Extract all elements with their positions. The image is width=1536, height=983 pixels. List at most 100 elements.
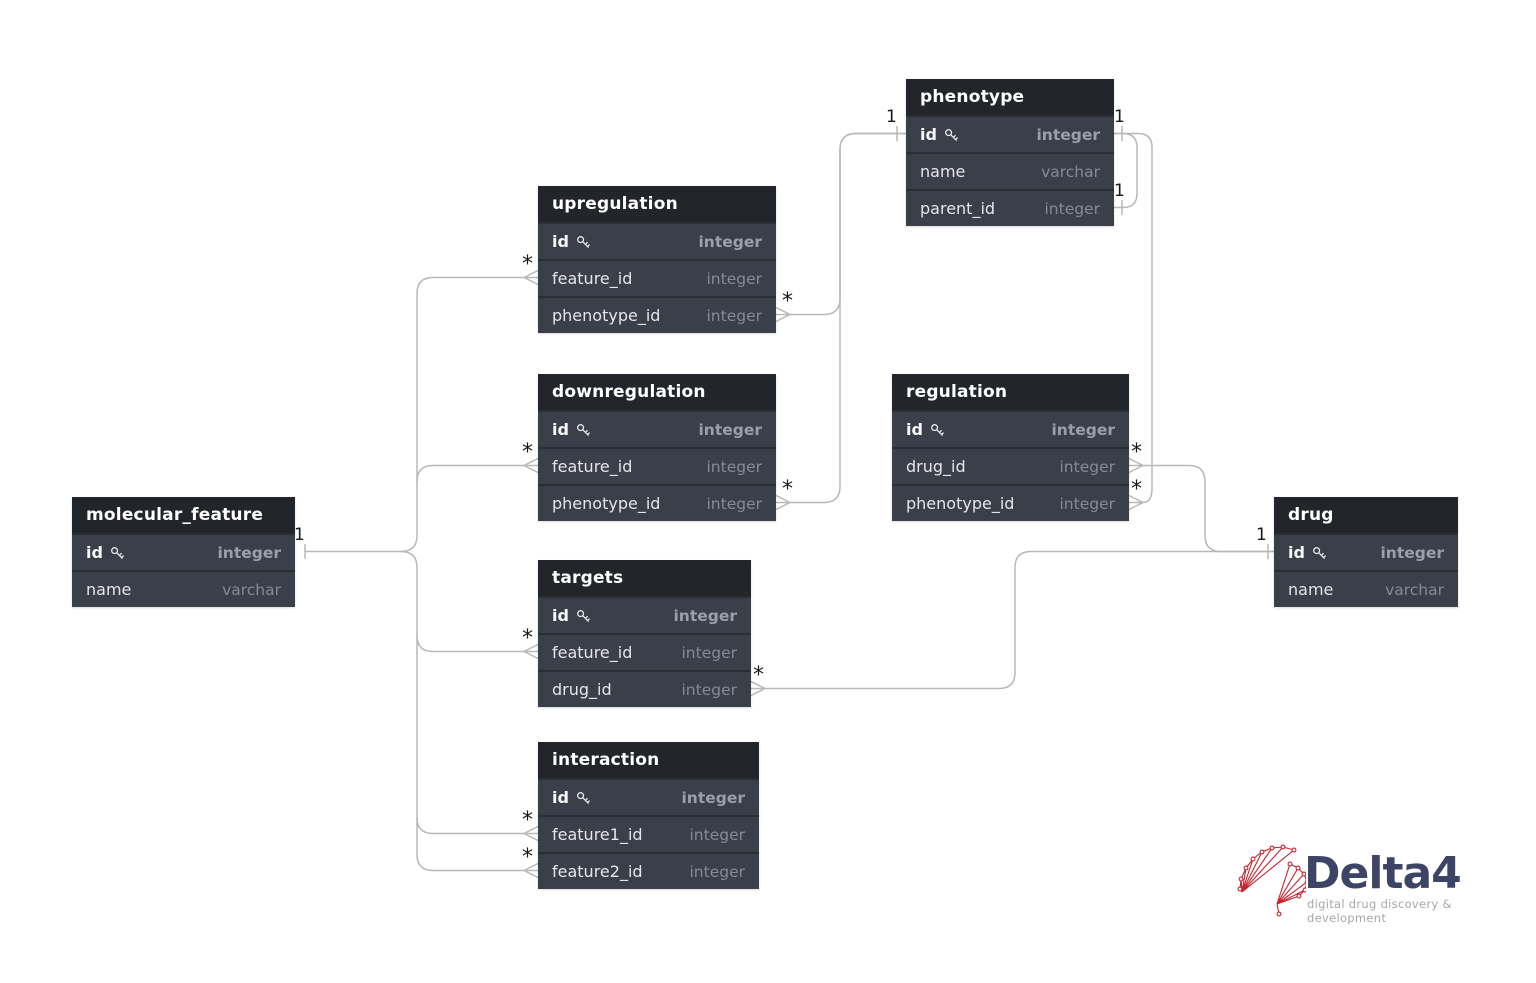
field-type: varchar [222,580,281,599]
crows-foot [775,494,791,511]
field-type: integer [706,494,763,513]
table-title[interactable]: molecular_feature [72,497,295,533]
field-type: integer [698,420,762,439]
cardinality-many: * [522,808,533,833]
crows-foot [750,680,766,697]
table-row[interactable]: name varchar [1274,570,1458,607]
field-name: id [1288,543,1305,562]
table-row[interactable]: drug_id integer [892,447,1129,484]
crows-foot [775,306,791,323]
table-row[interactable]: id integer [538,222,776,259]
cardinality-one: 1 [1114,107,1125,127]
table-row[interactable]: id integer [538,778,759,815]
table-row[interactable]: feature1_id integer [538,815,759,852]
cardinality-one: 1 [294,525,305,545]
table-row[interactable]: name varchar [72,570,295,607]
table-row[interactable]: id integer [892,410,1129,447]
field-name: feature1_id [552,825,643,844]
crows-foot [523,643,539,660]
table-row[interactable]: feature_id integer [538,259,776,296]
table-regulation[interactable]: regulation id integer drug_id integer ph… [892,374,1129,521]
table-title[interactable]: interaction [538,742,759,778]
table-phenotype[interactable]: phenotype id integer name varchar parent… [906,79,1114,226]
crows-foot [1128,457,1144,474]
relationship-line [400,550,525,872]
table-title[interactable]: regulation [892,374,1129,410]
field-name: id [552,232,569,251]
table-targets[interactable]: targets id integer feature_id integer dr… [538,560,751,707]
field-name: parent_id [920,199,996,218]
table-downregulation[interactable]: downregulation id integer feature_id int… [538,374,776,521]
field-type: varchar [1041,162,1100,181]
crows-foot [1128,494,1144,511]
table-row[interactable]: feature_id integer [538,633,751,670]
logo-wordmark: Delta4 [1304,848,1462,899]
field-type: integer [681,643,738,662]
field-name: drug_id [552,680,612,699]
field-type: integer [673,606,737,625]
cardinality-one: 1 [1114,181,1125,201]
table-row[interactable]: feature2_id integer [538,852,759,889]
primary-key-icon [930,423,944,436]
table-row[interactable]: phenotype_id integer [538,484,776,521]
field-type: integer [1051,420,1115,439]
table-row[interactable]: id integer [72,533,295,570]
table-title[interactable]: upregulation [538,186,776,222]
field-name: feature_id [552,269,633,288]
table-row[interactable]: drug_id integer [538,670,751,707]
table-row[interactable]: phenotype_id integer [892,484,1129,521]
table-title[interactable]: targets [538,560,751,596]
table-row[interactable]: id integer [538,596,751,633]
field-name: phenotype_id [552,306,661,325]
cardinality-many: * [1131,440,1142,465]
cardinality-one: 1 [1256,525,1267,545]
relationship-line [416,464,525,483]
field-name: phenotype_id [906,494,1015,513]
primary-key-icon [944,128,958,141]
field-type: integer [1380,543,1444,562]
primary-key-icon [576,791,590,804]
table-title[interactable]: drug [1274,497,1458,533]
table-row[interactable]: feature_id integer [538,447,776,484]
table-title[interactable]: phenotype [906,79,1114,115]
field-name: name [1288,580,1334,599]
relationship-line [416,634,525,653]
table-row[interactable]: id integer [1274,533,1458,570]
table-row[interactable]: parent_id integer [906,189,1114,226]
field-name: id [552,788,569,807]
cardinality-many: * [782,477,793,502]
relationship-line [416,816,525,835]
field-type: integer [706,306,763,325]
table-drug[interactable]: drug id integer name varchar [1274,497,1458,607]
cardinality-many: * [522,626,533,651]
field-name: id [920,125,937,144]
table-interaction[interactable]: interaction id integer feature1_id integ… [538,742,759,889]
field-type: integer [689,825,746,844]
table-molecular-feature[interactable]: molecular_feature id integer name varcha… [72,497,295,607]
field-type: integer [1036,125,1100,144]
cardinality-many: * [1131,477,1142,502]
table-row[interactable]: id integer [538,410,776,447]
field-type: integer [217,543,281,562]
cardinality-many: * [753,663,764,688]
relationship-line [1142,464,1275,553]
field-name: id [552,420,569,439]
primary-key-icon [1312,546,1326,559]
logo-tagline: digital drug discovery & development [1307,897,1452,925]
field-type: varchar [1385,580,1444,599]
crows-foot [523,825,539,842]
primary-key-icon [576,235,590,248]
field-name: feature_id [552,457,633,476]
table-title[interactable]: downregulation [538,374,776,410]
table-upregulation[interactable]: upregulation id integer feature_id integ… [538,186,776,333]
cardinality-many: * [522,845,533,870]
crows-foot [523,269,539,286]
table-row[interactable]: phenotype_id integer [538,296,776,333]
field-type: integer [681,680,738,699]
crows-foot [523,457,539,474]
cardinality-one: 1 [886,107,897,127]
table-row[interactable]: name varchar [906,152,1114,189]
table-row[interactable]: id integer [906,115,1114,152]
primary-key-icon [576,609,590,622]
